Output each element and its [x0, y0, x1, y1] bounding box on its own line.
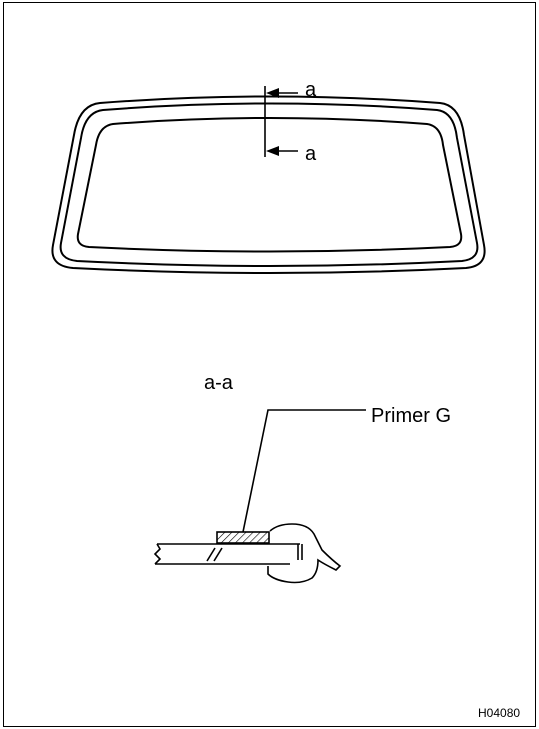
window-middle-outline [59, 102, 479, 267]
section-marker-top-label: a [305, 79, 317, 101]
window-outer-outline [51, 95, 486, 274]
arrow-top-icon [266, 88, 279, 98]
primer-layer [216, 531, 270, 544]
window-glass-outline [51, 95, 486, 274]
section-marker-bottom-label: a [305, 143, 317, 165]
section-line-a-a [264, 86, 298, 157]
primer-callout-label: Primer G [371, 405, 451, 427]
arrow-bottom-icon [266, 146, 279, 156]
window-inner-outline [76, 117, 463, 253]
glass-hatch [213, 547, 223, 562]
figure-code: H04080 [478, 706, 521, 720]
molding-profile [267, 523, 342, 584]
cross-section-detail [153, 409, 366, 584]
section-title: a-a [204, 372, 233, 394]
glass-hatch [206, 547, 216, 562]
diagram-frame [3, 2, 536, 727]
glass-edge-break [153, 543, 162, 565]
primer-leader-line [242, 409, 366, 533]
